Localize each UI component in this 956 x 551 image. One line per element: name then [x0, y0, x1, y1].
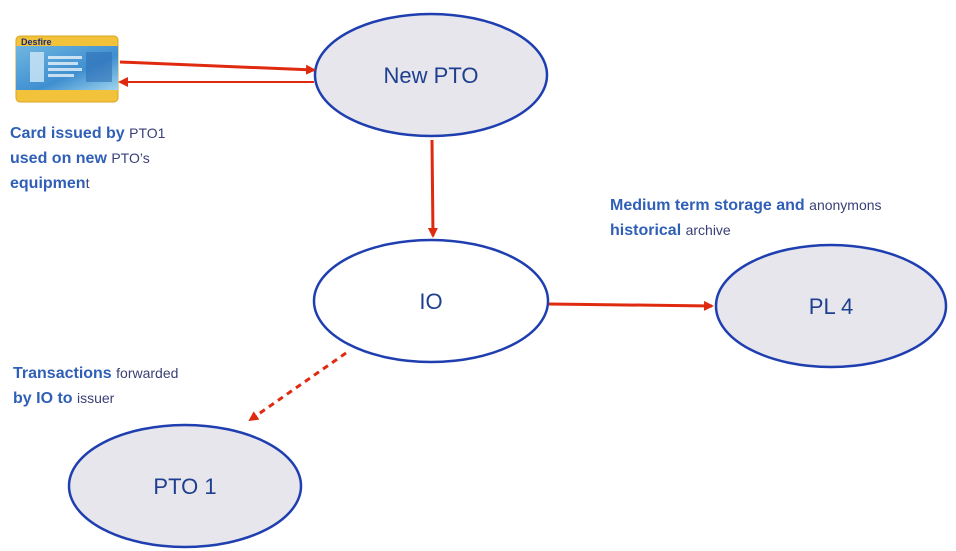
- pl4-node: [714, 243, 948, 369]
- io-node: [312, 238, 550, 364]
- new-pto-node: [313, 12, 549, 138]
- new-pto-to-io-arrow: [427, 139, 438, 238]
- io-to-pto1-dashed-arrow: [248, 351, 347, 422]
- pto1-node: [67, 423, 303, 549]
- card-caption-line-2: used on new PTO’s: [10, 150, 150, 167]
- storage-caption: Medium term storage and anonymons histor…: [610, 193, 882, 243]
- transactions-caption: Transactions forwarded by IO to issuer: [13, 361, 178, 411]
- new-pto-label: New PTO: [384, 63, 479, 88]
- io-label: IO: [419, 289, 442, 314]
- card-to-new-pto-arrow: [119, 60, 316, 75]
- card-caption-line-1: Card issued by PTO1: [10, 125, 166, 142]
- storage-caption-line-2: historical archive: [610, 222, 731, 239]
- io-to-pl4-arrow: [548, 300, 714, 311]
- card-caption: Card issued by PTO1 used on new PTO’s eq…: [10, 121, 165, 196]
- storage-caption-line-1: Medium term storage and anonymons: [610, 197, 882, 214]
- pl4-label: PL 4: [809, 294, 853, 319]
- card-brand-text: Desfire: [21, 37, 52, 47]
- transactions-caption-line-1: Transactions forwarded: [13, 365, 179, 382]
- desfire-card-icon: Desfire: [15, 35, 119, 103]
- transactions-caption-line-2: by IO to issuer: [13, 390, 115, 407]
- pto1-label: PTO 1: [153, 474, 216, 499]
- card-caption-line-3: equipment: [10, 175, 90, 192]
